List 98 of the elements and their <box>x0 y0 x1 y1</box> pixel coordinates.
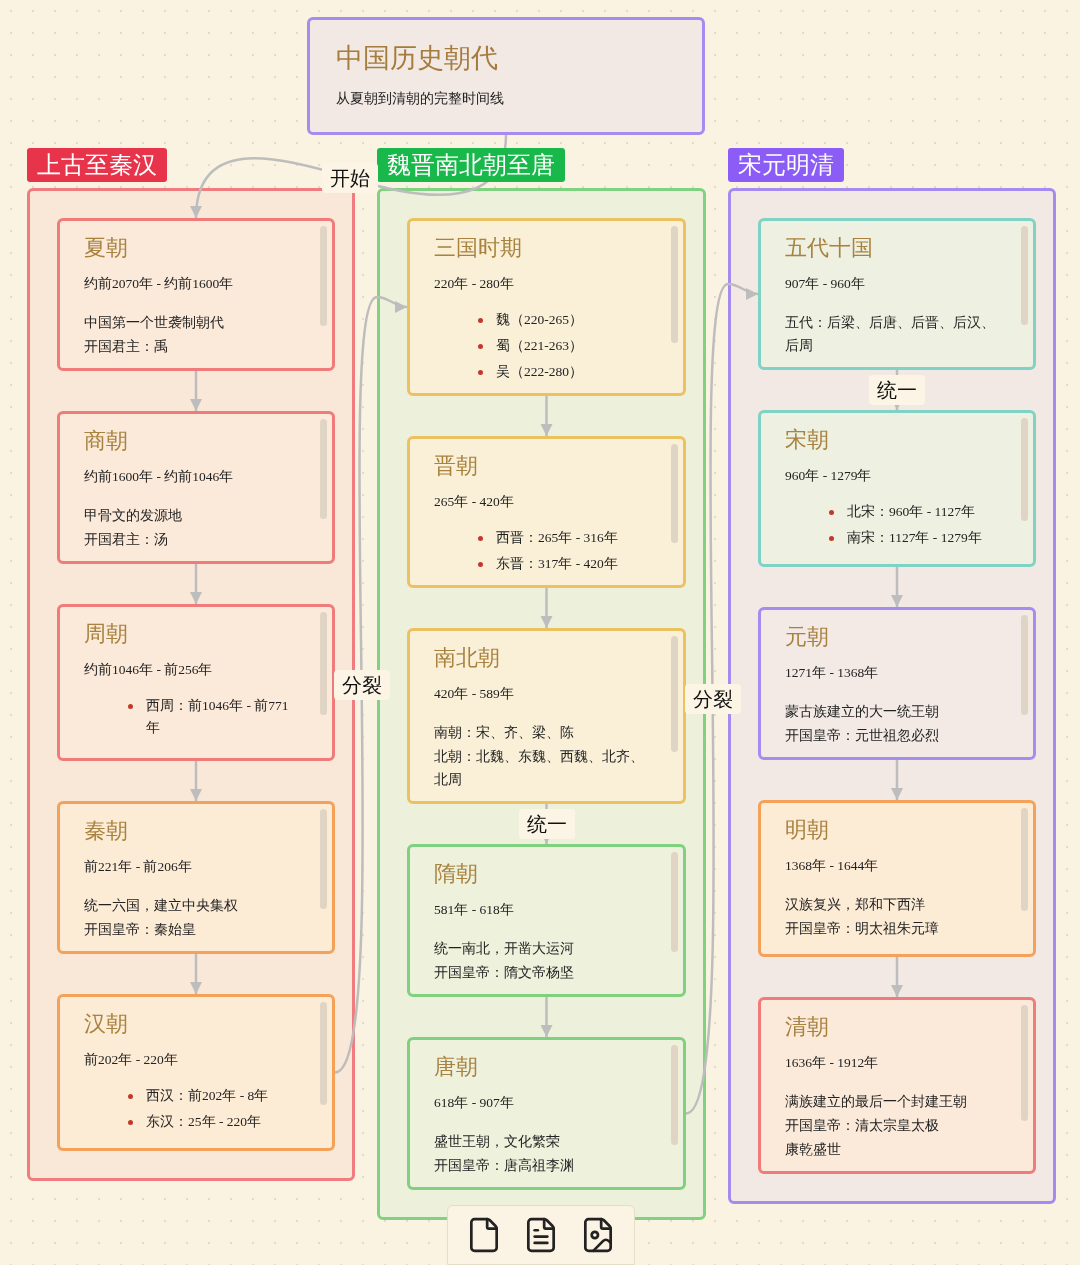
description-text: 康乾盛世 <box>785 1141 842 1159</box>
description-text: 蒙古族建立的大一统王朝 <box>785 703 940 721</box>
dynasty-card <box>407 1037 686 1190</box>
list-item-text: 吴（222-280） <box>496 363 583 381</box>
description-text: 开国皇帝：明太祖朱元璋 <box>785 920 940 938</box>
dynasty-card <box>758 607 1036 760</box>
card-title: 唐朝 <box>434 1053 479 1081</box>
date-range: 581年 - 618年 <box>434 901 515 919</box>
list-item-text: 西周：前1046年 - 前771年 <box>146 697 290 737</box>
date-range: 1636年 - 1912年 <box>785 1054 880 1072</box>
connector-arrow <box>334 295 408 1074</box>
connector-arrow <box>540 396 553 436</box>
title-card <box>307 17 705 135</box>
card-title: 清朝 <box>785 1013 830 1041</box>
description-text: 开国皇帝：隋文帝杨坚 <box>434 964 575 982</box>
card-title: 秦朝 <box>84 817 129 845</box>
connector-arrow <box>190 371 202 411</box>
description-text: 中国第一个世袭制朝代 <box>84 314 225 332</box>
card-title: 隋朝 <box>434 860 479 888</box>
date-range: 618年 - 907年 <box>434 1094 515 1112</box>
group-tag: 上古至秦汉 <box>27 148 167 182</box>
description-text: 甲骨文的发源地 <box>84 507 183 525</box>
list-item-text: 南宋：1127年 - 1279年 <box>847 529 982 547</box>
list-item-text: 北宋：960年 - 1127年 <box>847 503 975 521</box>
dynasty-card <box>407 844 686 997</box>
edge-label: 分裂 <box>684 683 741 714</box>
dynasty-card <box>758 997 1036 1174</box>
connector-arrow <box>891 957 903 997</box>
list-item-text: 东晋：317年 - 420年 <box>496 555 618 573</box>
description-text: 五代：后梁、后唐、后晋、后汉、后周 <box>785 314 995 355</box>
connector-arrow <box>891 567 903 607</box>
date-range: 前221年 - 前206年 <box>84 858 193 876</box>
list-item-text: 西晋：265年 - 316年 <box>496 529 618 547</box>
dynasty-card <box>57 411 335 564</box>
group-tag: 魏晋南北朝至唐 <box>377 148 565 182</box>
card-title: 周朝 <box>84 620 129 648</box>
date-range: 约前1600年 - 约前1046年 <box>84 468 235 486</box>
dynasty-card <box>758 410 1036 567</box>
card-title: 南北朝 <box>434 644 501 672</box>
description-text: 开国君主：禹 <box>84 338 169 356</box>
description-text: 开国君主：汤 <box>84 531 169 549</box>
connector-arrow <box>190 564 202 604</box>
card-title: 夏朝 <box>84 234 129 262</box>
list-item-text: 东汉：25年 - 220年 <box>146 1113 261 1131</box>
description-text: 盛世王朝，文化繁荣 <box>434 1133 561 1151</box>
date-range: 约前2070年 - 约前1600年 <box>84 275 235 293</box>
description-text: 南朝：宋、齐、梁、陈 <box>434 724 575 742</box>
list-item-text: 蜀（221-263） <box>496 337 583 355</box>
description-text: 满族建立的最后一个封建王朝 <box>785 1093 968 1111</box>
description-text: 统一南北，开凿大运河 <box>434 940 575 958</box>
connector-arrow <box>190 761 202 801</box>
card-title: 三国时期 <box>434 234 523 262</box>
date-range: 前202年 - 220年 <box>84 1051 179 1069</box>
card-title: 宋朝 <box>785 426 830 454</box>
dynasty-card <box>57 994 335 1151</box>
card-title: 商朝 <box>84 427 129 455</box>
dynasty-card <box>57 604 335 761</box>
description-text: 开国皇帝：元世祖忽必烈 <box>785 727 940 745</box>
date-range: 960年 - 1279年 <box>785 467 873 485</box>
edge-label: 统一 <box>869 375 925 405</box>
list-item-text: 西汉：前202年 - 8年 <box>146 1087 269 1105</box>
edge-label: 分裂 <box>333 669 390 700</box>
description-text: 开国皇帝：秦始皇 <box>84 921 197 939</box>
description-text: 开国皇帝：唐高祖李渊 <box>434 1157 575 1175</box>
card-title: 汉朝 <box>84 1010 129 1038</box>
dynasty-card <box>758 218 1036 370</box>
subtitle: 从夏朝到清朝的完整时间线 <box>336 90 505 108</box>
edge-label: 开始 <box>322 163 378 193</box>
card-title: 元朝 <box>785 623 830 651</box>
dynasty-card <box>407 436 686 588</box>
connector-arrow <box>685 282 759 1115</box>
card-title: 五代十国 <box>785 234 874 262</box>
date-range: 220年 - 280年 <box>434 275 515 293</box>
dynasty-card <box>407 218 686 396</box>
date-range: 420年 - 589年 <box>434 685 515 703</box>
connector-arrow <box>190 954 202 994</box>
dynasty-card <box>407 628 686 804</box>
description-text: 北朝：北魏、东魏、西魏、北齐、北周 <box>434 748 645 789</box>
description-text: 统一六国，建立中央集权 <box>84 897 239 915</box>
connector-arrow <box>891 760 903 800</box>
dynasty-card <box>57 218 335 371</box>
connector-arrow <box>540 997 553 1037</box>
dynasty-card <box>758 800 1036 957</box>
dynasty-card <box>57 801 335 954</box>
card-title: 晋朝 <box>434 452 479 480</box>
date-range: 265年 - 420年 <box>434 493 515 511</box>
date-range: 约前1046年 - 前256年 <box>84 661 214 679</box>
description-text: 开国皇帝：清太宗皇太极 <box>785 1117 940 1135</box>
connector-arrow <box>540 588 553 628</box>
group-tag: 宋元明清 <box>728 148 844 182</box>
date-range: 1271年 - 1368年 <box>785 664 880 682</box>
title: 中国历史朝代 <box>336 42 499 75</box>
card-title: 明朝 <box>785 816 830 844</box>
list-item-text: 魏（220-265） <box>496 311 583 329</box>
date-range: 1368年 - 1644年 <box>785 857 880 875</box>
description-text: 汉族复兴，郑和下西洋 <box>785 896 926 914</box>
edge-label: 统一 <box>518 809 575 839</box>
date-range: 907年 - 960年 <box>785 275 866 293</box>
